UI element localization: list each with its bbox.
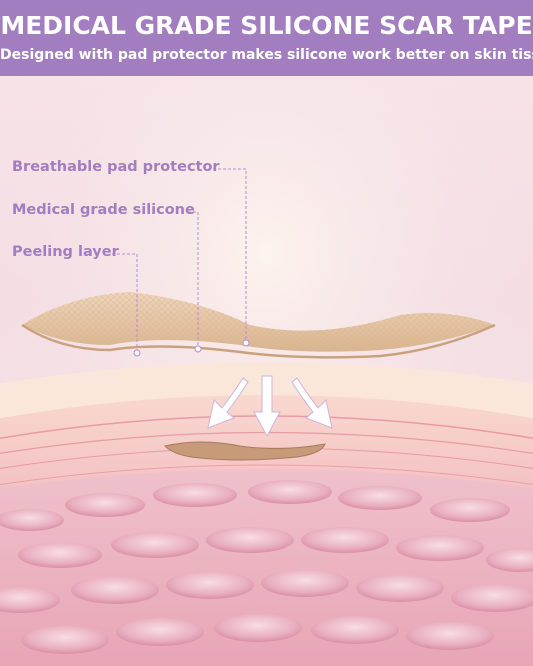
banner-title: MEDICAL GRADE SILICONE SCAR TAPE (0, 11, 533, 40)
pad-protector-marker (242, 339, 250, 347)
arrow-down-icon (253, 375, 281, 438)
arrow-down-icon (291, 377, 333, 429)
tissue-cells (0, 480, 533, 654)
peeling-marker (133, 349, 141, 357)
arrow-down-icon (207, 377, 249, 429)
label-peeling-layer: Peeling layer (12, 244, 119, 260)
label-pad-protector: Breathable pad protector (12, 159, 220, 175)
silicone-tape (21, 292, 496, 359)
leader-lines (112, 168, 247, 353)
skin-illustration (0, 76, 533, 666)
header-banner: MEDICAL GRADE SILICONE SCAR TAPE Designe… (0, 0, 533, 76)
scar (164, 441, 326, 461)
label-silicone: Medical grade silicone (12, 202, 195, 218)
silicone-marker (194, 345, 202, 353)
banner-subtitle: Designed with pad protector makes silico… (0, 47, 533, 63)
